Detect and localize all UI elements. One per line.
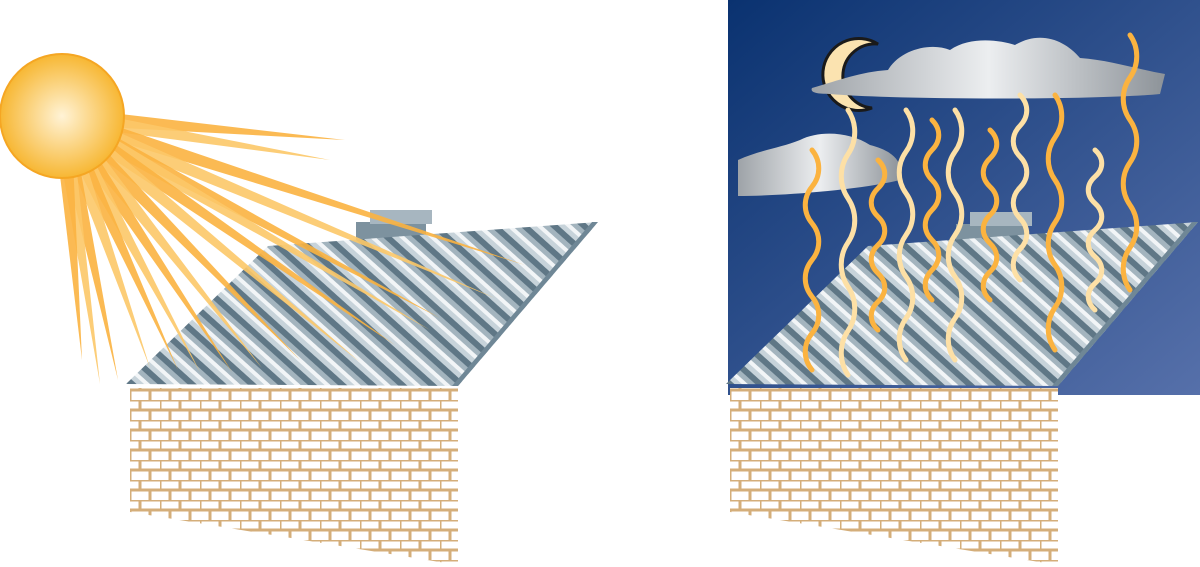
sun-ray <box>99 145 361 362</box>
sun-ray <box>115 118 330 160</box>
heat-wave <box>980 127 1000 303</box>
heat-wave <box>868 157 888 333</box>
heat-waves <box>802 32 1140 378</box>
corrugated-roof <box>126 222 598 386</box>
night-scene <box>726 0 1200 565</box>
sun-ray <box>95 150 300 360</box>
sun-ray <box>112 126 525 265</box>
heat-wave <box>922 117 942 303</box>
sun-ray <box>78 163 178 370</box>
sun-icon <box>0 53 125 179</box>
sun-ray <box>59 170 82 360</box>
heat-wave <box>945 107 965 363</box>
heat-wave <box>1085 147 1105 313</box>
heat-wave <box>1010 92 1030 283</box>
day-scene <box>0 53 598 565</box>
heat-wave <box>896 107 916 363</box>
sun-ray <box>116 113 345 140</box>
sun-ray <box>107 135 441 318</box>
sun-ray <box>90 154 262 368</box>
heat-wave <box>1045 92 1065 353</box>
heat-wave <box>1120 32 1140 293</box>
sun-ray <box>106 137 430 330</box>
sun-ray <box>103 141 395 345</box>
sun-rays <box>59 113 525 384</box>
sun-ray <box>109 130 496 298</box>
heat-wave <box>802 147 822 373</box>
heat-wave <box>838 107 858 378</box>
brick-wall <box>130 388 458 565</box>
brick-wall <box>730 388 1058 565</box>
cloud-large <box>811 37 1165 99</box>
sun-ray <box>86 157 232 372</box>
sun-ray <box>73 165 150 368</box>
